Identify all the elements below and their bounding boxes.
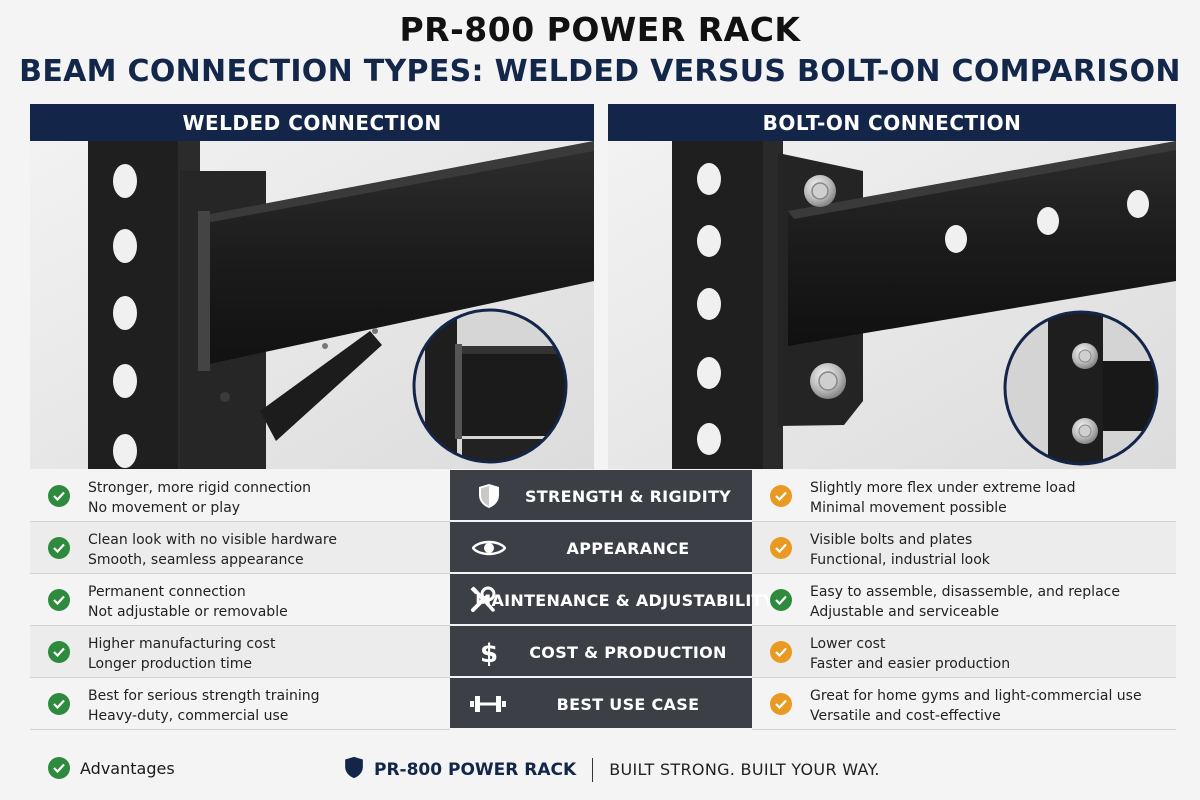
comparison-row-appearance: Clean look with no visible hardware Smoo… [30,522,1176,574]
welded-panel-heading: WELDED CONNECTION [30,104,594,141]
caution-check-icon [770,537,792,559]
comparison-row-cost: Higher manufacturing cost Longer product… [30,626,1176,678]
bolt-on-text: Slightly more flex under extreme load Mi… [810,480,1076,516]
svg-text:$: $ [480,639,498,667]
bolt-on-text: Great for home gyms and light-commercial… [810,688,1142,724]
welded-text: Best for serious strength training Heavy… [88,688,320,724]
eye-icon [472,533,506,563]
advantage-check-icon [48,641,70,663]
caution-check-icon [770,641,792,663]
caution-check-icon [770,693,792,715]
welded-cell: Best for serious strength training Heavy… [30,678,450,730]
bolt-on-cell: Slightly more flex under extreme load Mi… [752,470,1176,522]
bolt-on-connection-photo [608,141,1176,469]
brand-divider [592,757,594,782]
category-appearance: APPEARANCE [450,522,752,574]
shield-logo-icon [344,756,364,783]
dollar-icon: $ [472,637,506,667]
comparison-row-maintenance: Permanent connection Not adjustable or r… [30,574,1176,626]
brand-tagline: BUILT STRONG. BUILT YOUR WAY. [609,760,880,779]
category-strength: STRENGTH & RIGIDITY [450,470,752,522]
welded-text: Higher manufacturing cost Longer product… [88,636,276,672]
advantage-check-icon [48,589,70,611]
welded-cell: Stronger, more rigid connection No movem… [30,470,450,522]
dumbbell-icon [468,689,508,719]
bolt-on-text: Lower cost Faster and easier production [810,636,1011,672]
welded-text: Stronger, more rigid connection No movem… [88,480,312,516]
bolt-on-panel-heading: BOLT-ON CONNECTION [608,104,1176,141]
advantage-check-icon [48,693,70,715]
legend: Advantages [48,757,175,779]
welded-connection-photo [30,141,594,469]
welded-cell: Clean look with no visible hardware Smoo… [30,522,450,574]
bolt-on-cell: Easy to assemble, disassemble, and repla… [752,574,1176,626]
comparison-row-use-case: Best for serious strength training Heavy… [30,678,1176,730]
bolt-on-cell: Visible bolts and plates Functional, ind… [752,522,1176,574]
welded-text: Permanent connection Not adjustable or r… [88,584,288,620]
shield-icon [472,481,506,511]
bolt-on-text: Easy to assemble, disassemble, and repla… [810,584,1120,620]
category-use-case: BEST USE CASE [450,678,752,730]
welded-cell: Higher manufacturing cost Longer product… [30,626,450,678]
welded-cell: Permanent connection Not adjustable or r… [30,574,450,626]
brand: PR-800 POWER RACK BUILT STRONG. BUILT YO… [344,756,880,783]
footer: Advantages PR-800 POWER RACK BUILT STRON… [0,748,1200,788]
category-cost: $ COST & PRODUCTION [450,626,752,678]
page-title: PR-800 POWER RACK [399,10,801,49]
tools-icon [466,585,500,615]
comparison-row-strength: Stronger, more rigid connection No movem… [30,470,1176,522]
welded-text: Clean look with no visible hardware Smoo… [88,532,337,568]
page-subtitle: BEAM CONNECTION TYPES: WELDED VERSUS BOL… [19,54,1181,89]
brand-name: PR-800 POWER RACK [374,759,577,780]
bolt-on-cell: Great for home gyms and light-commercial… [752,678,1176,730]
caution-check-icon [770,485,792,507]
bolt-on-cell: Lower cost Faster and easier production [752,626,1176,678]
bolt-on-text: Visible bolts and plates Functional, ind… [810,532,990,568]
advantage-check-icon [48,757,70,779]
advantage-check-icon [48,485,70,507]
category-maintenance: MAINTENANCE & ADJUSTABILITY [450,574,774,626]
advantage-check-icon [48,537,70,559]
advantage-check-icon [770,589,792,611]
legend-label: Advantages [80,758,175,778]
